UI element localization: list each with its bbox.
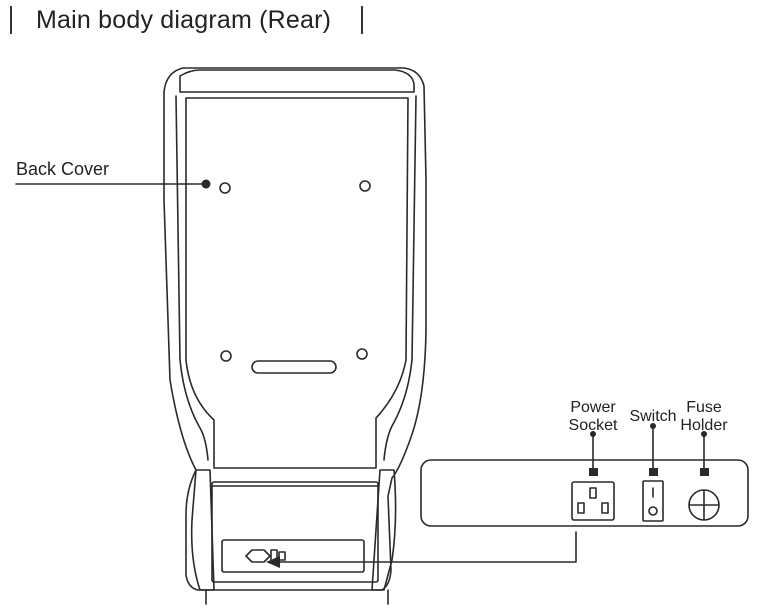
- power-socket-ground-pin: [589, 487, 597, 499]
- power-socket-icon: [571, 481, 615, 521]
- switch-label: Switch: [629, 408, 676, 425]
- chair-outer-outline: [163, 67, 427, 591]
- fuse-holder-tag: [700, 468, 709, 476]
- back-cover-panel: [185, 97, 409, 469]
- power-socket-label-line2: Socket: [569, 417, 618, 434]
- left-leg: [190, 469, 215, 591]
- handle-slot: [251, 360, 337, 374]
- fuse-holder-leader-dot: [701, 431, 707, 437]
- detail-pointer-arrowhead: [266, 556, 280, 568]
- mounting-hole-bottom-right: [356, 348, 368, 360]
- switch-off-mark: [648, 506, 658, 516]
- left-side-rail: [175, 95, 209, 461]
- back-cover-leader-dot: [201, 179, 211, 189]
- mounting-hole-bottom-left: [220, 350, 232, 362]
- connector-panel: [221, 539, 365, 573]
- panel-fuse-shape: [278, 551, 286, 561]
- panel-socket-shape: [245, 549, 271, 563]
- title-bar-left: [10, 6, 12, 34]
- switch-icon: [642, 480, 664, 522]
- back-cover-label: Back Cover: [16, 159, 109, 179]
- power-socket-left-pin: [577, 502, 585, 514]
- fuse-holder-label-line2: Holder: [680, 417, 728, 434]
- switch-tag: [649, 468, 658, 476]
- mounting-hole-top-right: [359, 180, 371, 192]
- title-text: Main body diagram (Rear): [36, 5, 332, 34]
- page-title: Main body diagram (Rear): [10, 2, 364, 38]
- right-side-rail: [383, 95, 417, 461]
- fuse-holder-label-line1: Fuse: [686, 399, 722, 416]
- power-socket-right-pin: [601, 502, 609, 514]
- power-socket-label-line1: Power: [570, 399, 616, 416]
- chair-top-cap: [179, 69, 415, 93]
- mounting-hole-top-left: [219, 182, 231, 194]
- right-leg: [371, 469, 397, 591]
- title-bar-right: [361, 6, 364, 34]
- power-socket-tag: [589, 468, 598, 476]
- detail-pointer-line: [275, 531, 577, 563]
- switch-leader-dot: [650, 423, 656, 429]
- detail-box: [420, 459, 749, 527]
- lower-housing: [211, 481, 379, 583]
- power-socket-leader-dot: [590, 431, 596, 437]
- fuse-holder-icon: [688, 489, 720, 521]
